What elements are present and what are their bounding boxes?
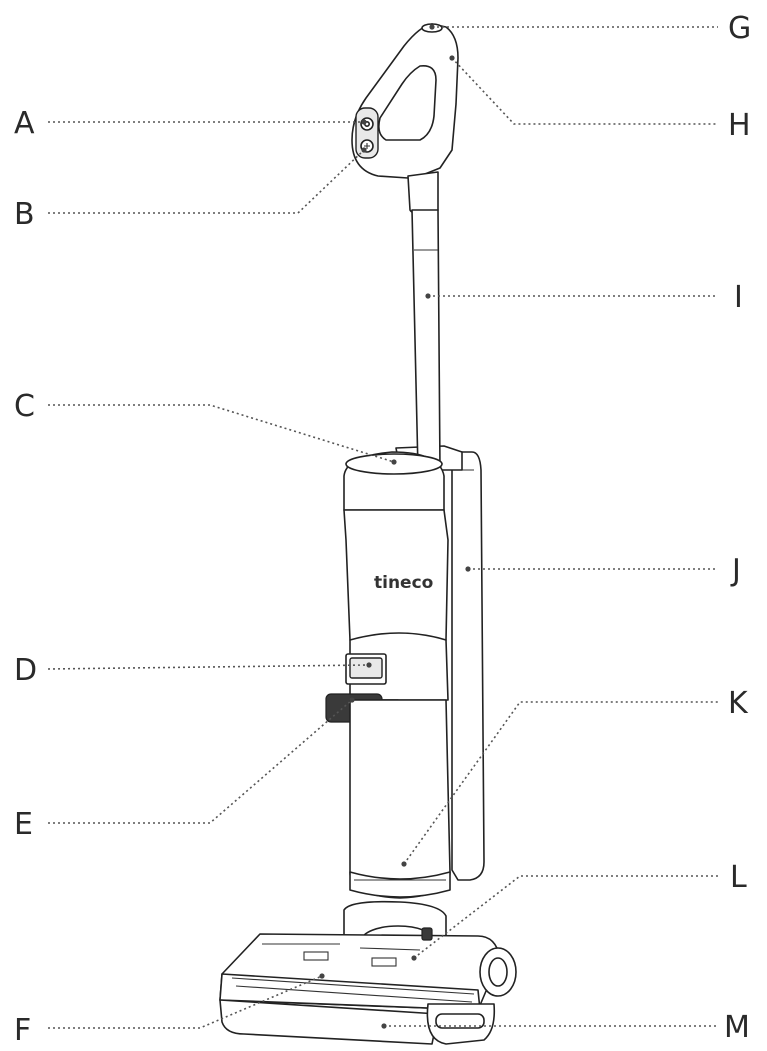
vacuum-illustration: tineco xyxy=(219,23,517,1045)
leader-line-f xyxy=(48,975,323,1029)
main-tube xyxy=(411,209,441,471)
callout-label-i: I xyxy=(734,280,743,315)
handle-assembly xyxy=(351,23,459,215)
callout-label-j: J xyxy=(730,553,741,588)
callout-labels: A B C D E F G H I J K L M xyxy=(14,11,751,1048)
leader-line-b xyxy=(48,149,365,214)
callout-label-m: M xyxy=(724,1010,750,1045)
callout-label-a: A xyxy=(14,106,35,141)
callout-label-f: F xyxy=(14,1013,31,1048)
brush-head xyxy=(219,900,517,1045)
leader-line-h xyxy=(451,57,718,125)
callout-label-g: G xyxy=(728,11,751,46)
clean-water-tank xyxy=(395,445,485,881)
callout-label-e: E xyxy=(14,807,33,842)
leader-line-e xyxy=(48,699,353,824)
leader-line-c xyxy=(48,404,395,463)
callout-label-l: L xyxy=(730,860,747,895)
callout-lines xyxy=(47,24,718,1029)
callout-label-h: H xyxy=(728,108,751,143)
leader-line-k xyxy=(403,701,718,865)
brand-logo: tineco xyxy=(374,573,433,593)
callout-label-b: B xyxy=(14,197,35,232)
callout-label-k: K xyxy=(728,686,749,721)
callout-label-c: C xyxy=(14,389,35,424)
leader-line-d xyxy=(47,664,370,670)
callout-label-d: D xyxy=(14,653,37,688)
main-body: tineco xyxy=(325,451,451,899)
leader-line-l xyxy=(413,875,718,959)
